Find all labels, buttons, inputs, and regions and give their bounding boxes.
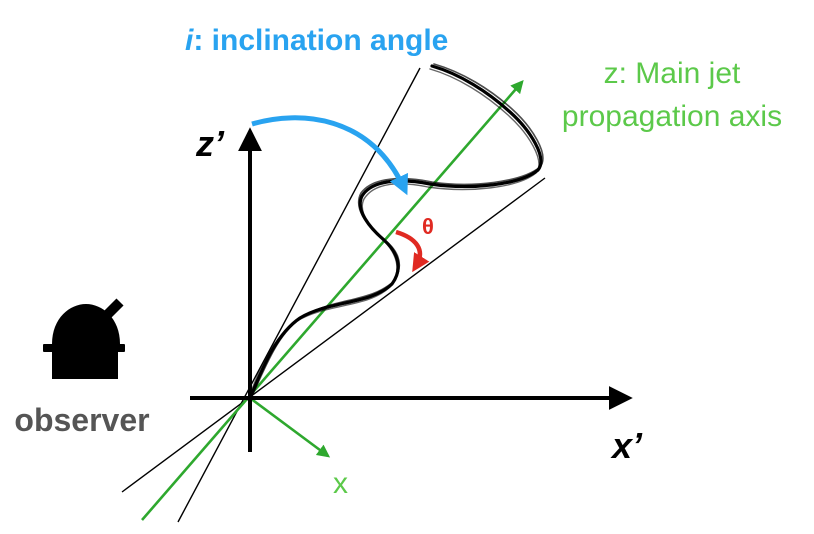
telescope-observatory-icon — [43, 298, 125, 379]
theta-label: θ — [422, 214, 434, 239]
inclination-angle-arrow — [251, 115, 408, 196]
z-prime-label: z’ — [195, 123, 225, 164]
theta-angle-arrow — [395, 229, 430, 273]
jet-axis-label-line1: z: Main jet — [604, 57, 741, 90]
inclination-symbol: i — [185, 24, 194, 57]
x-axis-arrow — [249, 396, 331, 458]
cone-edge-lower — [121, 177, 546, 493]
jet-propagation-axis — [141, 80, 524, 521]
x-prime-label: x’ — [610, 425, 643, 466]
helical-jet — [247, 63, 544, 401]
observer-label: observer — [14, 402, 149, 438]
jet-axis-label-line2: propagation axis — [562, 100, 782, 133]
inclination-text: : inclination angle — [193, 24, 448, 57]
inclination-label: i: inclination angle — [185, 24, 448, 57]
cone-edge-upper — [177, 67, 421, 523]
x-axis-label: x — [333, 467, 348, 500]
